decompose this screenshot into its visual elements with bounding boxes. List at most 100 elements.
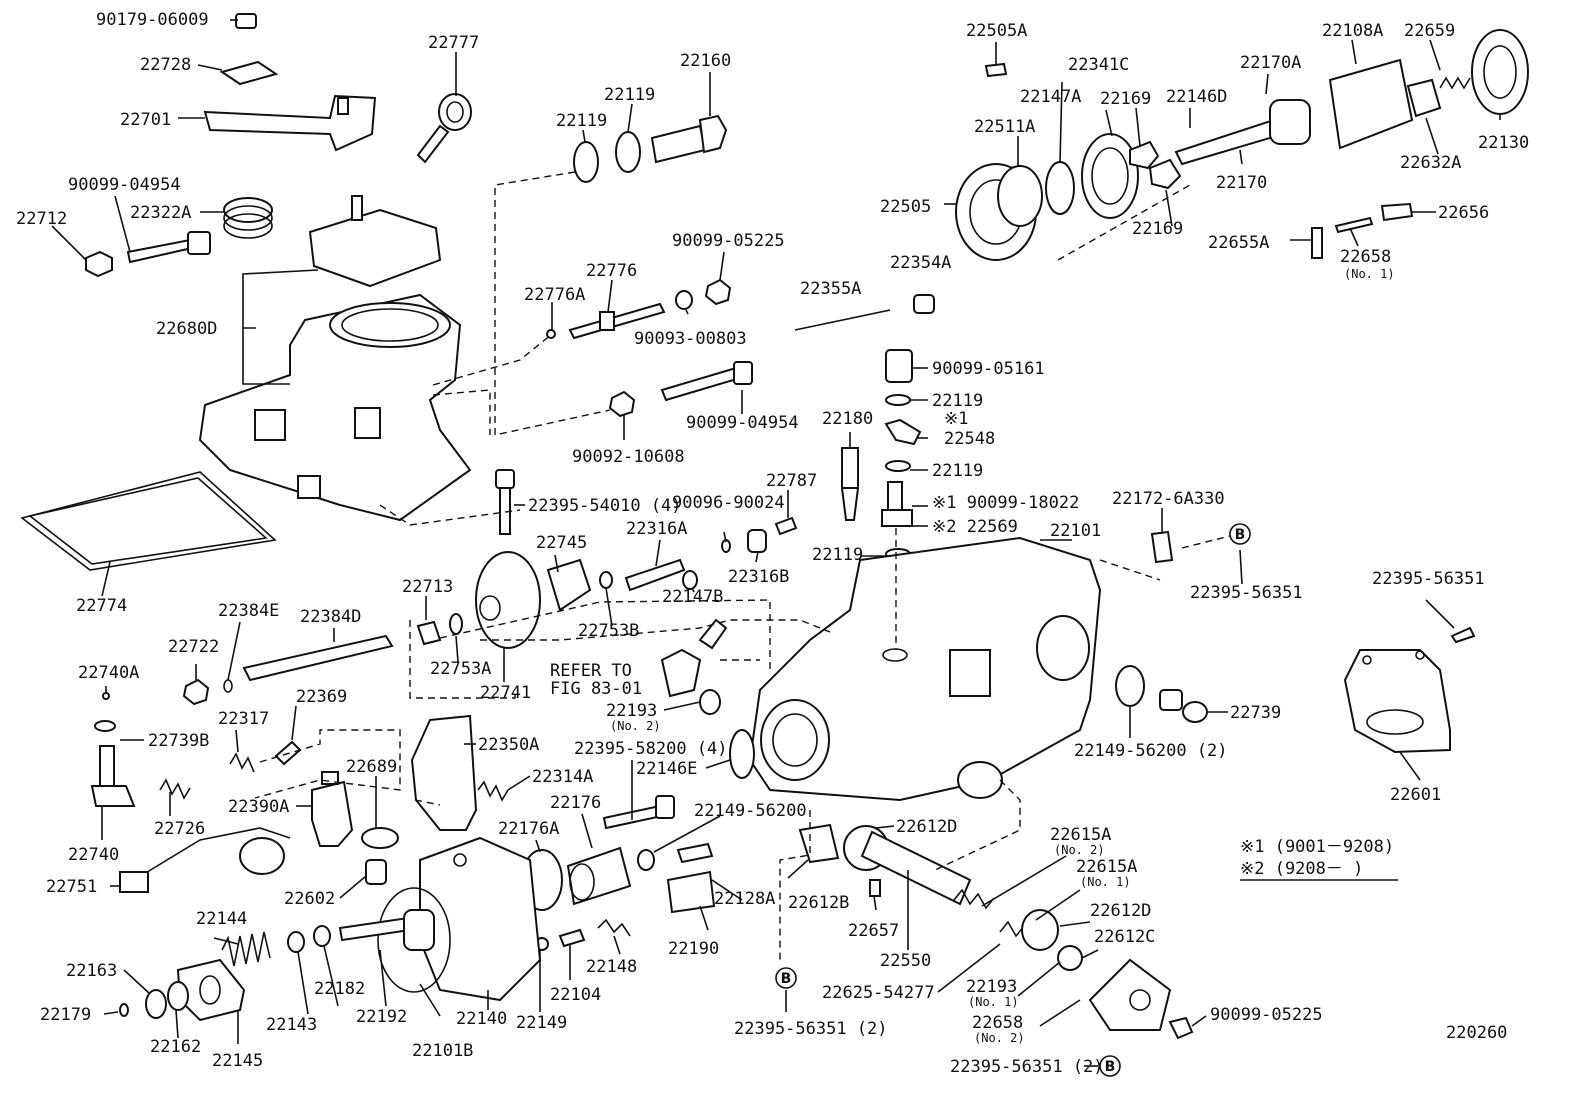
label-22148: 22148	[586, 957, 637, 977]
label-22145: 22145	[212, 1051, 263, 1071]
callout-b-top-letter: B	[1235, 527, 1246, 543]
assembly-lines	[254, 171, 1231, 960]
label-22655A: 22655A	[1208, 233, 1269, 253]
label-22739: 22739	[1230, 703, 1281, 723]
label-22193-no1-note: (No. 1)	[968, 995, 1019, 1009]
label-22355A: 22355A	[800, 279, 861, 299]
label-22384E: 22384E	[218, 601, 279, 621]
callout-markers: B B B	[775, 523, 1251, 1077]
label-90096-90024: 90096-90024	[672, 493, 785, 513]
label-22119-mid: 22119	[932, 461, 983, 481]
label-90099-04954-upper: 90099-04954	[68, 175, 181, 195]
label-22395-56351-2-lower: 22395-56351 (2)	[734, 1019, 888, 1039]
label-22615A-no2-note: (No. 2)	[1054, 843, 1105, 857]
label-22170A: 22170A	[1240, 53, 1301, 73]
label-22369: 22369	[296, 687, 347, 707]
year-legend: ※1 (9001－9208) ※2 (9208－ )	[1240, 837, 1394, 879]
label-22776: 22776	[586, 261, 637, 281]
label-22169-upper: 22169	[1100, 89, 1151, 109]
callout-b-bottom-right	[1099, 1055, 1121, 1077]
label-22615A-no1-note: (No. 1)	[1080, 875, 1131, 889]
label-90099-18022: ※1 90099-18022	[932, 493, 1079, 513]
label-22615A-no2: 22615A	[1050, 825, 1111, 845]
label-22128A: 22128A	[714, 889, 775, 909]
part-labels: 90179-06009 22728 22701 90099-04954 2271…	[16, 10, 1529, 1077]
label-22776A: 22776A	[524, 285, 585, 305]
label-22193-no1: 22193	[966, 977, 1017, 997]
label-90099-05225-upper: 90099-05225	[672, 231, 785, 251]
label-22144: 22144	[196, 909, 247, 929]
label-22390A: 22390A	[228, 797, 289, 817]
label-22548-mark: ※1	[944, 409, 968, 429]
label-22193-no2: 22193	[606, 701, 657, 721]
label-22740: 22740	[68, 845, 119, 865]
label-22612C: 22612C	[1094, 927, 1155, 947]
label-22149: 22149	[516, 1013, 567, 1033]
label-22182: 22182	[314, 979, 365, 999]
label-22350A: 22350A	[478, 735, 539, 755]
label-22354A: 22354A	[890, 253, 951, 273]
label-22146D: 22146D	[1166, 87, 1227, 107]
label-22395-54010: 22395-54010 (4)	[528, 496, 682, 516]
label-22753B: 22753B	[578, 621, 639, 641]
label-22722: 22722	[168, 637, 219, 657]
label-22169-lower: 22169	[1132, 219, 1183, 239]
label-22317: 22317	[218, 709, 269, 729]
refer-note: REFER TO FIG 83-01	[550, 661, 642, 699]
label-22625-54277: 22625-54277	[822, 983, 935, 1003]
label-22612D-lower: 22612D	[1090, 901, 1151, 921]
label-22119-top-left: 22119	[556, 111, 607, 131]
label-22751: 22751	[46, 877, 97, 897]
part-shapes	[20, 13, 1529, 1040]
diagram-id: 220260	[1446, 1023, 1507, 1043]
label-22787: 22787	[766, 471, 817, 491]
label-22602: 22602	[284, 889, 335, 909]
label-22777: 22777	[428, 33, 479, 53]
leader-lines	[51, 19, 1501, 1067]
label-90099-04954-mid: 90099-04954	[686, 413, 799, 433]
label-22632A: 22632A	[1400, 153, 1461, 173]
label-22192: 22192	[356, 1007, 407, 1027]
label-22162: 22162	[150, 1037, 201, 1057]
label-22101B: 22101B	[412, 1041, 473, 1061]
label-22569: ※2 22569	[932, 517, 1018, 537]
label-90099-05161: 90099-05161	[932, 359, 1045, 379]
legend-row-1: ※1 (9001－9208)	[1240, 837, 1394, 857]
label-22119-lower: 22119	[812, 545, 863, 565]
label-22190: 22190	[668, 939, 719, 959]
label-22505A: 22505A	[966, 21, 1027, 41]
label-22179: 22179	[40, 1005, 91, 1025]
label-22180: 22180	[822, 409, 873, 429]
callout-b-bottom	[775, 967, 797, 989]
label-90093-00803: 90093-00803	[634, 329, 747, 349]
label-22176: 22176	[550, 793, 601, 813]
label-90179-06009: 90179-06009	[96, 10, 209, 30]
label-22701: 22701	[120, 110, 171, 130]
label-22550: 22550	[880, 951, 931, 971]
label-22193-no2-note: (No. 2)	[610, 719, 661, 733]
label-22384D: 22384D	[300, 607, 361, 627]
label-22612B: 22612B	[788, 893, 849, 913]
label-22143: 22143	[266, 1015, 317, 1035]
label-22774: 22774	[76, 596, 127, 616]
label-22656: 22656	[1438, 203, 1489, 223]
label-22713: 22713	[402, 577, 453, 597]
callout-b-bottom-letter: B	[781, 971, 792, 987]
label-22601: 22601	[1390, 785, 1441, 805]
label-22658-no1: 22658	[1340, 247, 1391, 267]
label-22680D: 22680D	[156, 319, 217, 339]
label-22146E: 22146E	[636, 759, 697, 779]
label-22316B: 22316B	[728, 567, 789, 587]
label-22658-no2-note: (No. 2)	[974, 1031, 1025, 1045]
label-22395-56351-2-bottom: 22395-56351 (2)	[950, 1057, 1104, 1077]
label-22149-56200-2: 22149-56200 (2)	[1074, 741, 1228, 761]
label-22753A: 22753A	[430, 659, 491, 679]
refer-note-line2: FIG 83-01	[550, 679, 642, 699]
refer-note-line1: REFER TO	[550, 661, 632, 681]
label-22147B: 22147B	[662, 587, 723, 607]
label-22511A: 22511A	[974, 117, 1035, 137]
label-22741: 22741	[480, 683, 531, 703]
label-22119-plug: 22119	[932, 391, 983, 411]
